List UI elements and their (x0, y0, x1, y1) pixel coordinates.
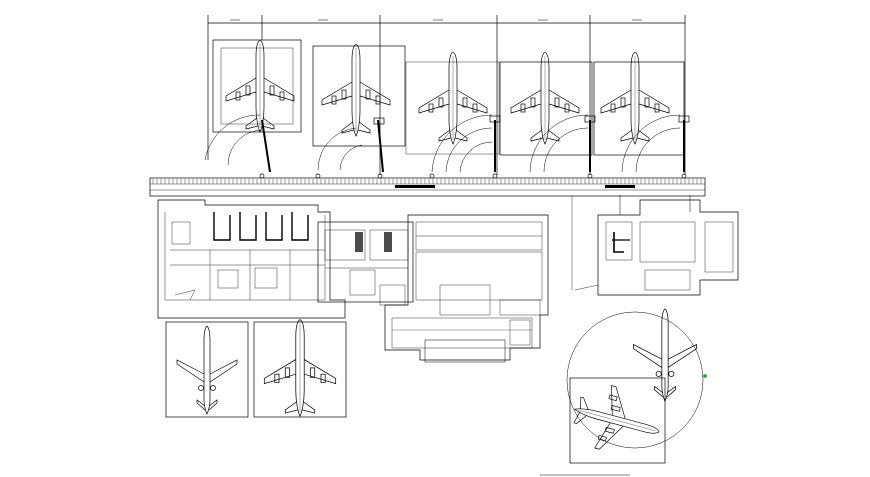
gate-stand-1 (204, 39, 302, 173)
dimension-line-top (207, 15, 686, 175)
terminal-floor-plan (157, 199, 549, 363)
gate-stand-5 (593, 51, 690, 173)
remote-stand-2 (253, 319, 347, 418)
annex-building (571, 195, 739, 296)
marker-dot (703, 374, 707, 378)
apron-strip (149, 173, 706, 197)
gate-stand-3 (405, 51, 501, 173)
remote-stand-3 (565, 308, 707, 464)
remote-stand-1 (165, 321, 249, 418)
gate-stand-4 (499, 51, 596, 173)
gate-stand-2 (312, 43, 406, 173)
